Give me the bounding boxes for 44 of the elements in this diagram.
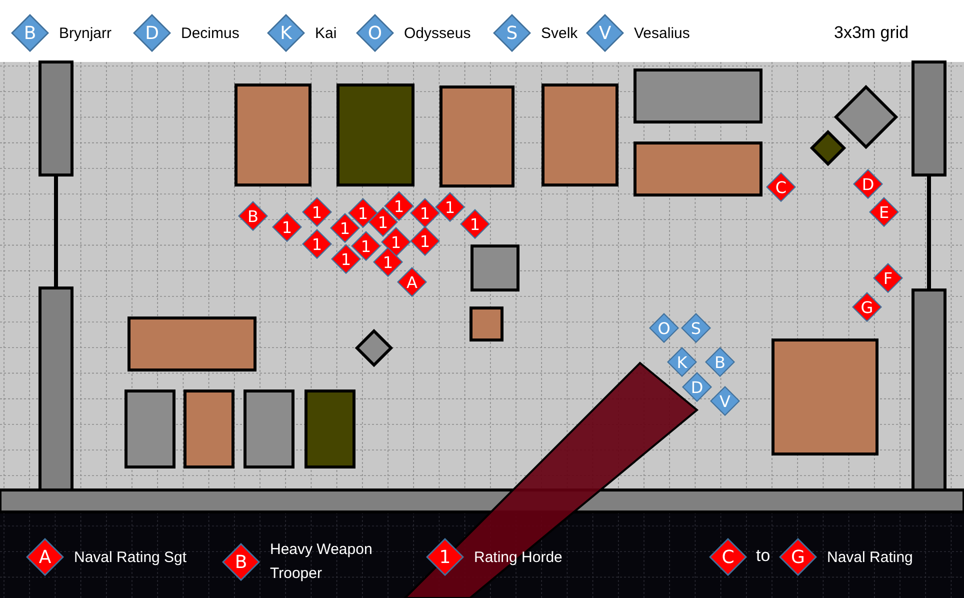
unit-token: G xyxy=(852,292,882,322)
unit-name: Rating Horde xyxy=(474,548,562,566)
unit-token: 1 xyxy=(272,212,302,242)
unit-name: Brynjarr xyxy=(59,24,112,42)
unit-token: D xyxy=(133,14,171,52)
unit-token: D xyxy=(853,169,883,199)
unit-token: 1 xyxy=(302,197,332,227)
unit-name: Odysseus xyxy=(404,24,471,42)
unit-token: 1 xyxy=(331,244,361,274)
unit-name: Vesalius xyxy=(634,24,690,42)
unit-token: B xyxy=(11,14,49,52)
unit-token: O xyxy=(649,313,679,343)
unit-token: 1 xyxy=(410,226,440,256)
unit-token: F xyxy=(873,263,903,293)
unit-name: Svelk xyxy=(541,24,578,42)
unit-name: Kai xyxy=(315,24,337,42)
unit-token: V xyxy=(586,14,624,52)
unit-token: 1 xyxy=(460,209,490,239)
unit-token: D xyxy=(682,372,712,402)
connector-word: to xyxy=(756,546,770,566)
unit-token: K xyxy=(267,14,305,52)
unit-name: Heavy Weapon Trooper xyxy=(270,540,374,584)
unit-token: A xyxy=(397,267,427,297)
unit-token: S xyxy=(681,313,711,343)
unit-token: 1 xyxy=(410,198,440,228)
unit-name: Naval Rating xyxy=(827,548,913,566)
unit-token: 1 xyxy=(373,247,403,277)
grid-scale-note: 3x3m grid xyxy=(834,23,909,43)
unit-token: B xyxy=(705,347,735,377)
unit-token: E xyxy=(869,197,899,227)
unit-token: C xyxy=(766,172,796,202)
unit-token: 1 xyxy=(426,538,464,576)
unit-token: G xyxy=(779,538,817,576)
unit-name: Decimus xyxy=(181,24,240,42)
unit-name: Naval Rating Sgt xyxy=(74,548,187,566)
unit-token: V xyxy=(710,386,740,416)
unit-token: B xyxy=(238,201,268,231)
unit-token: A xyxy=(26,538,64,576)
unit-token: B xyxy=(222,543,260,581)
unit-token: O xyxy=(356,14,394,52)
unit-token: C xyxy=(709,538,747,576)
unit-token: K xyxy=(667,347,697,377)
unit-token: 1 xyxy=(302,229,332,259)
unit-token: S xyxy=(493,14,531,52)
